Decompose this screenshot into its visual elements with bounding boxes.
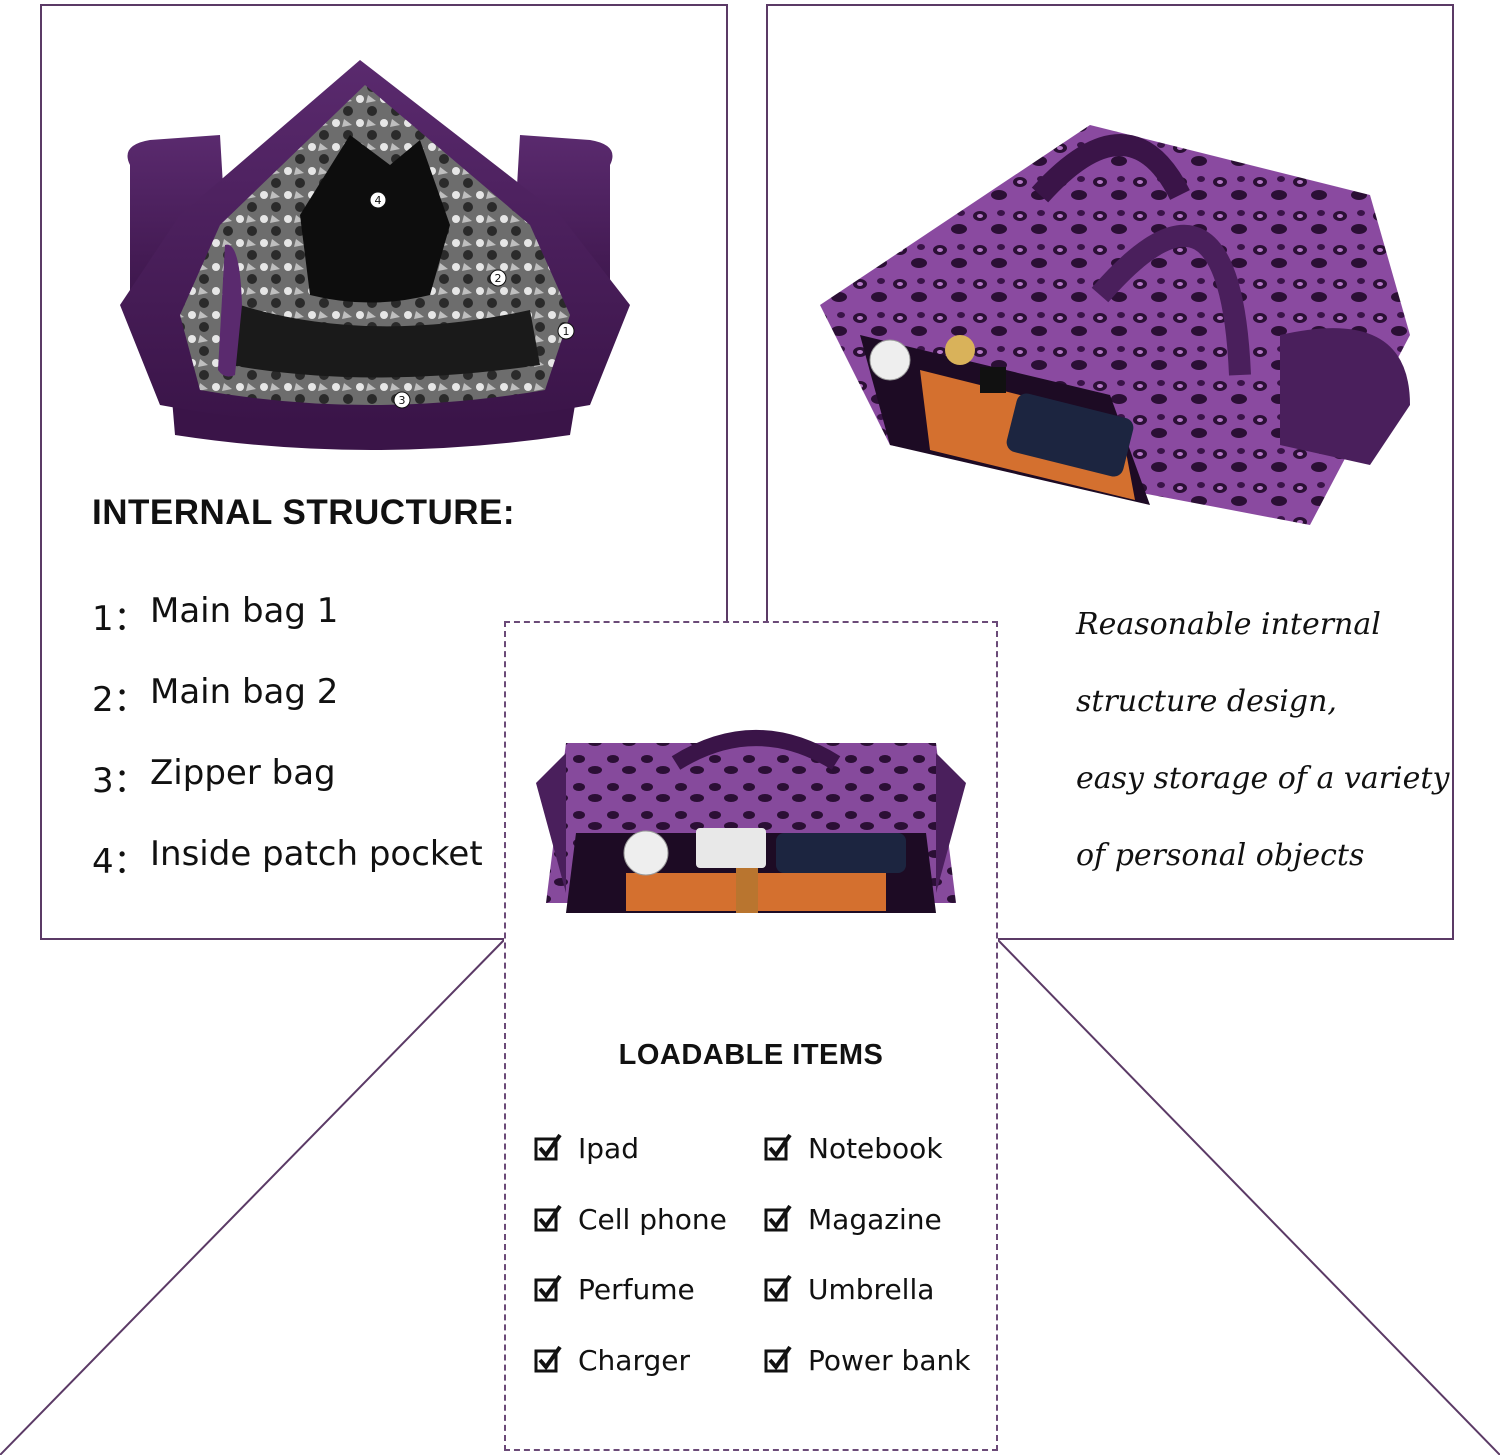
bag-front-packed-photo	[536, 730, 966, 913]
loadable-item: Magazine	[764, 1194, 942, 1244]
checkbox-checked-icon	[764, 1133, 792, 1161]
loadable-item: Cell phone	[534, 1194, 727, 1244]
description-line: structure design,	[1076, 684, 1337, 719]
open-bag-interior-photo: 4 2 1 3	[120, 60, 630, 450]
description-line: of personal objects	[1076, 838, 1365, 873]
loadable-item: Power bank	[764, 1335, 970, 1385]
internal-structure-heading: INTERNAL STRUCTURE:	[92, 493, 516, 532]
checkbox-checked-icon	[534, 1204, 562, 1232]
loadable-items-title: LOADABLE ITEMS	[618, 1039, 884, 1071]
loadable-item: Umbrella	[764, 1264, 934, 1314]
loadable-item-label: Power bank	[808, 1343, 971, 1377]
description-line: Reasonable internal	[1076, 607, 1381, 642]
loadable-item-label: Magazine	[808, 1202, 942, 1236]
structure-item-label: Main bag 1	[150, 591, 339, 631]
checkbox-checked-icon	[764, 1204, 792, 1232]
photo-marker: 2	[495, 272, 502, 285]
checkbox-checked-icon	[764, 1274, 792, 1302]
loadable-item-label: Notebook	[808, 1131, 943, 1165]
connector-line-right	[997, 939, 1500, 1455]
structure-item-label: Main bag 2	[150, 672, 339, 712]
checkbox-checked-icon	[534, 1133, 562, 1161]
connector-line-left	[0, 939, 505, 1455]
loadable-item: Notebook	[764, 1123, 943, 1173]
checkbox-checked-icon	[534, 1345, 562, 1373]
structure-item: 2：Main bag 2	[92, 672, 339, 720]
photo-marker: 4	[375, 194, 382, 207]
structure-item: 1：Main bag 1	[92, 591, 339, 639]
storage-description: Reasonable internal structure design, ea…	[1076, 586, 1450, 894]
loadable-item-label: Perfume	[578, 1272, 695, 1306]
checkbox-checked-icon	[764, 1345, 792, 1373]
structure-item-label: Inside patch pocket	[150, 834, 483, 874]
leopard-bag-packed-photo	[820, 125, 1410, 525]
structure-item-label: Zipper bag	[150, 753, 336, 793]
loadable-item-label: Umbrella	[808, 1272, 935, 1306]
loadable-item: Perfume	[534, 1264, 695, 1314]
loadable-item-label: Ipad	[578, 1131, 639, 1165]
loadable-items-panel: LOADABLE ITEMS Ipad Cell phone Perfume C…	[504, 621, 998, 1451]
photo-marker: 3	[399, 394, 406, 407]
photo-marker: 1	[563, 325, 570, 338]
structure-item: 4：Inside patch pocket	[92, 834, 483, 882]
loadable-item-label: Charger	[578, 1343, 690, 1377]
loadable-item: Ipad	[534, 1123, 639, 1173]
structure-item: 3：Zipper bag	[92, 753, 336, 801]
loadable-item: Charger	[534, 1335, 690, 1385]
description-line: easy storage of a variety	[1076, 761, 1450, 796]
loadable-item-label: Cell phone	[578, 1202, 727, 1236]
structure-list: 1：Main bag 1 2：Main bag 2 3：Zipper bag 4…	[92, 591, 483, 915]
checkbox-checked-icon	[534, 1274, 562, 1302]
